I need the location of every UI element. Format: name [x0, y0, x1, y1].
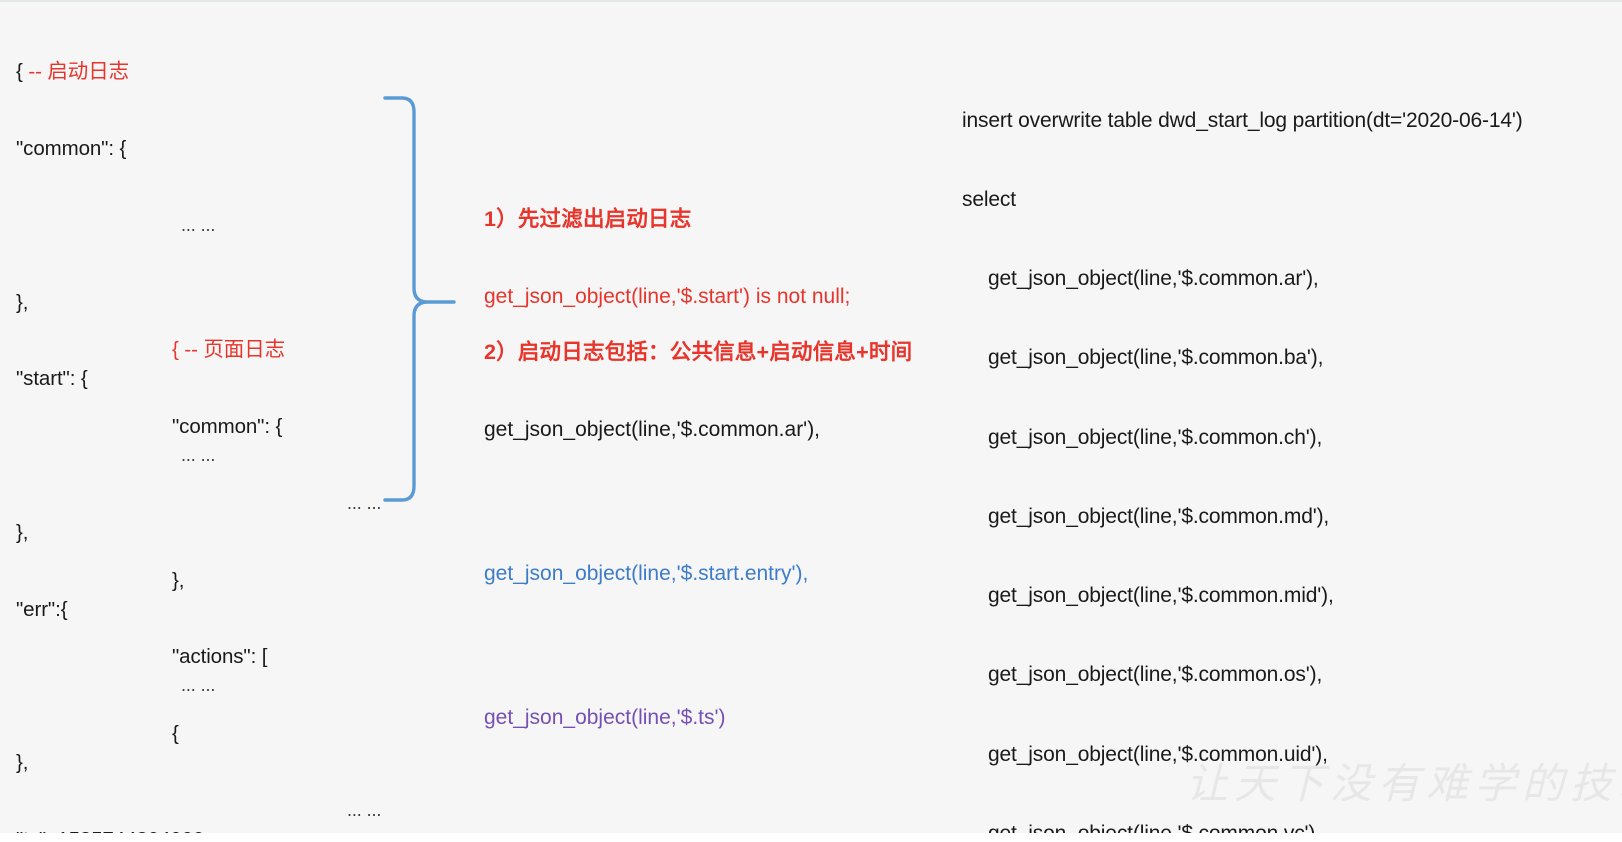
spacer: [484, 495, 912, 509]
annotation-1-line: get_json_object(line,'$.start') is not n…: [484, 285, 851, 308]
annotation-2-heading: 2）启动日志包括：公共信息+启动信息+时间: [484, 340, 913, 364]
sql-line-column: get_json_object(line,'$.common.md'),: [988, 504, 1330, 528]
page-log-line: "actions": [: [172, 645, 268, 669]
start-log-line: "start": {: [16, 367, 88, 391]
sql-query-block: insert overwrite table dwd_start_log par…: [962, 55, 1523, 842]
page-log-line: ... ...: [347, 492, 382, 513]
start-log-line: },: [16, 290, 29, 314]
start-log-line: ... ...: [181, 675, 216, 696]
annotation-step-1: 1）先过滤出启动日志 get_json_object(line,'$.start…: [484, 154, 850, 362]
start-log-title: { -- 启动日志: [16, 59, 215, 85]
page-log-line: ... ...: [347, 799, 382, 820]
annotation-step-2: 2）启动日志包括：公共信息+启动信息+时间 get_json_object(li…: [484, 287, 912, 783]
start-log-line: ... ...: [181, 214, 216, 235]
page-log-title: { -- 页面日志: [172, 338, 285, 362]
spacer: [484, 639, 912, 653]
start-log-line: },: [16, 520, 29, 544]
annotation-2-line: get_json_object(line,'$.ts'): [484, 706, 726, 729]
sql-line-column: get_json_object(line,'$.common.ar'),: [988, 267, 1319, 291]
start-log-open-brace: {: [16, 60, 23, 84]
sql-line-select: select: [962, 188, 1016, 212]
sql-line-column: get_json_object(line,'$.common.mid'),: [988, 584, 1334, 608]
start-log-comment: -- 启动日志: [28, 60, 130, 84]
page-log-line: "common": {: [172, 414, 283, 438]
sql-line-column: get_json_object(line,'$.common.ba'),: [988, 346, 1324, 370]
start-log-line: "err":{: [16, 597, 68, 621]
start-log-line: ... ...: [181, 445, 216, 466]
annotation-2-line: get_json_object(line,'$.common.ar'),: [484, 418, 821, 441]
watermark-text: 让天下没有难学的技术: [1186, 762, 1622, 808]
start-log-line: "common": {: [16, 136, 127, 160]
sql-line-column: get_json_object(line,'$.common.ch'),: [988, 425, 1323, 449]
page-log-line: {: [172, 722, 179, 746]
sql-line-column: get_json_object(line,'$.common.os'),: [988, 663, 1323, 687]
page-log-json-block: { -- 页面日志 "common": { ... ... }, "action…: [172, 286, 381, 842]
start-log-line: },: [16, 751, 29, 775]
annotation-1-heading: 1）先过滤出启动日志: [484, 207, 692, 231]
bottom-white-strip: [0, 833, 1622, 842]
sql-line-insert: insert overwrite table dwd_start_log par…: [962, 108, 1523, 132]
page-log-line: },: [172, 568, 185, 592]
curly-brace-connector: [383, 96, 456, 502]
sql-line-column: get_json_object(line,'$.common.uid'),: [988, 742, 1328, 766]
annotation-2-line: get_json_object(line,'$.start.entry'),: [484, 562, 809, 585]
